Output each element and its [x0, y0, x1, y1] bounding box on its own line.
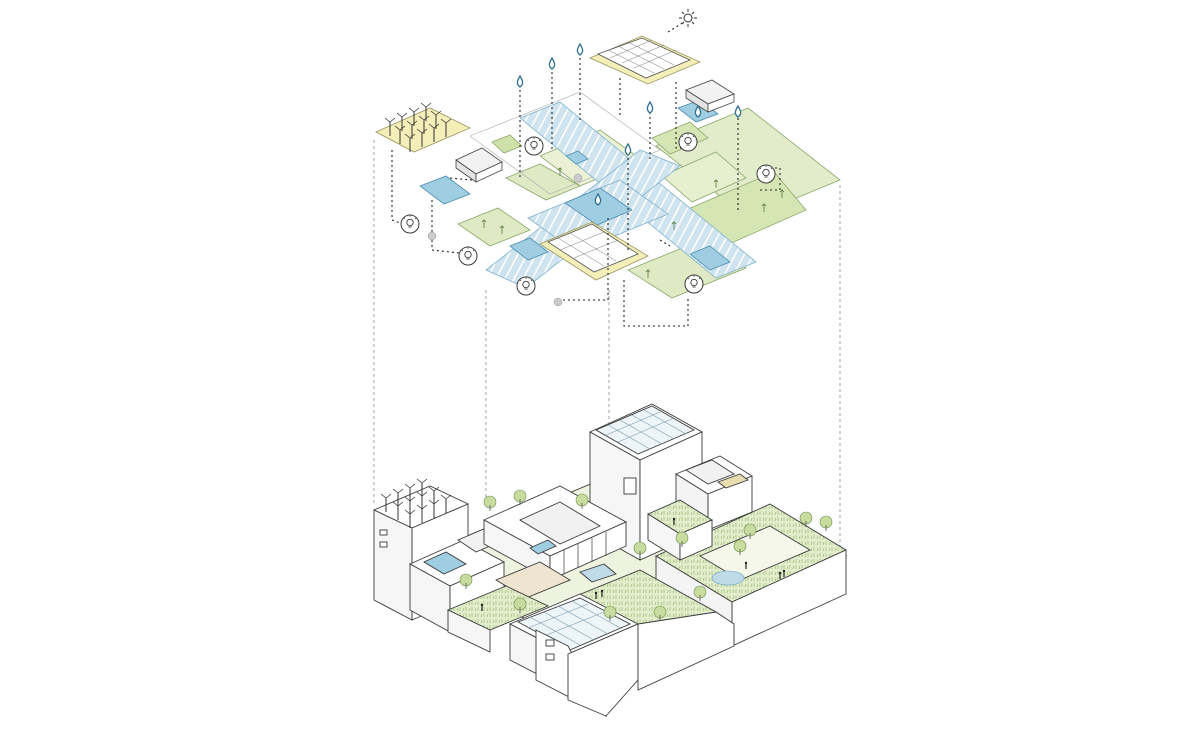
water-basin — [509, 237, 549, 261]
building-block — [372, 403, 848, 718]
green-roof-plate — [491, 134, 523, 154]
thin-plate-outline — [469, 91, 661, 195]
green-roof-plate — [661, 151, 747, 203]
water-basin — [689, 245, 731, 271]
connection-dots — [427, 173, 583, 307]
exploded-layer — [375, 9, 841, 327]
projection-guide-lines — [373, 140, 841, 550]
greenhouse — [455, 147, 503, 183]
solar-panel-roof — [539, 221, 649, 281]
water-basin — [565, 150, 589, 165]
sun-icon — [679, 9, 697, 27]
small-green-roof-building — [647, 499, 713, 561]
green-roof-plate — [505, 163, 581, 201]
wind-turbine-roof — [375, 102, 471, 153]
plant-arrow-icons — [481, 167, 785, 278]
courtyard-edge — [637, 611, 735, 691]
front-green-roof-building — [446, 585, 550, 653]
greenhouse-building — [675, 455, 753, 531]
green-roof-plate — [457, 207, 531, 247]
solar-panel-roof — [588, 35, 702, 85]
pond — [711, 570, 745, 586]
greenhouse — [685, 79, 735, 113]
water-basin — [564, 187, 633, 226]
water-basin — [419, 175, 471, 205]
courtyard-pool — [579, 563, 617, 583]
